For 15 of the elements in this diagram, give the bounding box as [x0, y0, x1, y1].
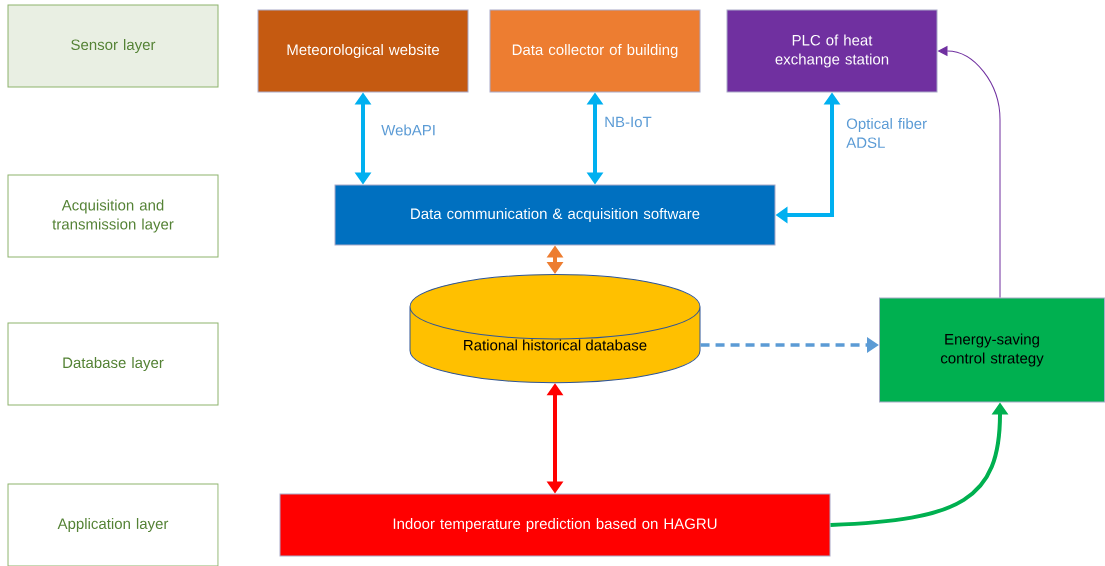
arrow — [938, 46, 1001, 298]
process-box: PLC of heat exchange station — [726, 9, 938, 93]
layer-box: Database layer — [7, 322, 219, 406]
process-box: Data collector of building — [489, 9, 701, 93]
process-box: Indoor temperature prediction based on HAGRU — [279, 493, 831, 557]
edge-label: WebAPI — [381, 124, 435, 136]
edge-label: NB-IoT — [605, 116, 652, 128]
layer-box: Acquisition and transmission layer — [7, 174, 219, 258]
process-box: Energy-saving control strategy — [879, 297, 1105, 403]
layer-box: Application layer — [7, 483, 219, 566]
edge-label: Optical fiber ADSL — [846, 118, 927, 148]
process-box: Data communication & acquisition software — [334, 184, 776, 246]
process-box: Meteorological website — [257, 9, 469, 93]
database-cylinder: Rational historical database — [409, 274, 701, 384]
layer-box: Sensor layer — [7, 4, 219, 88]
